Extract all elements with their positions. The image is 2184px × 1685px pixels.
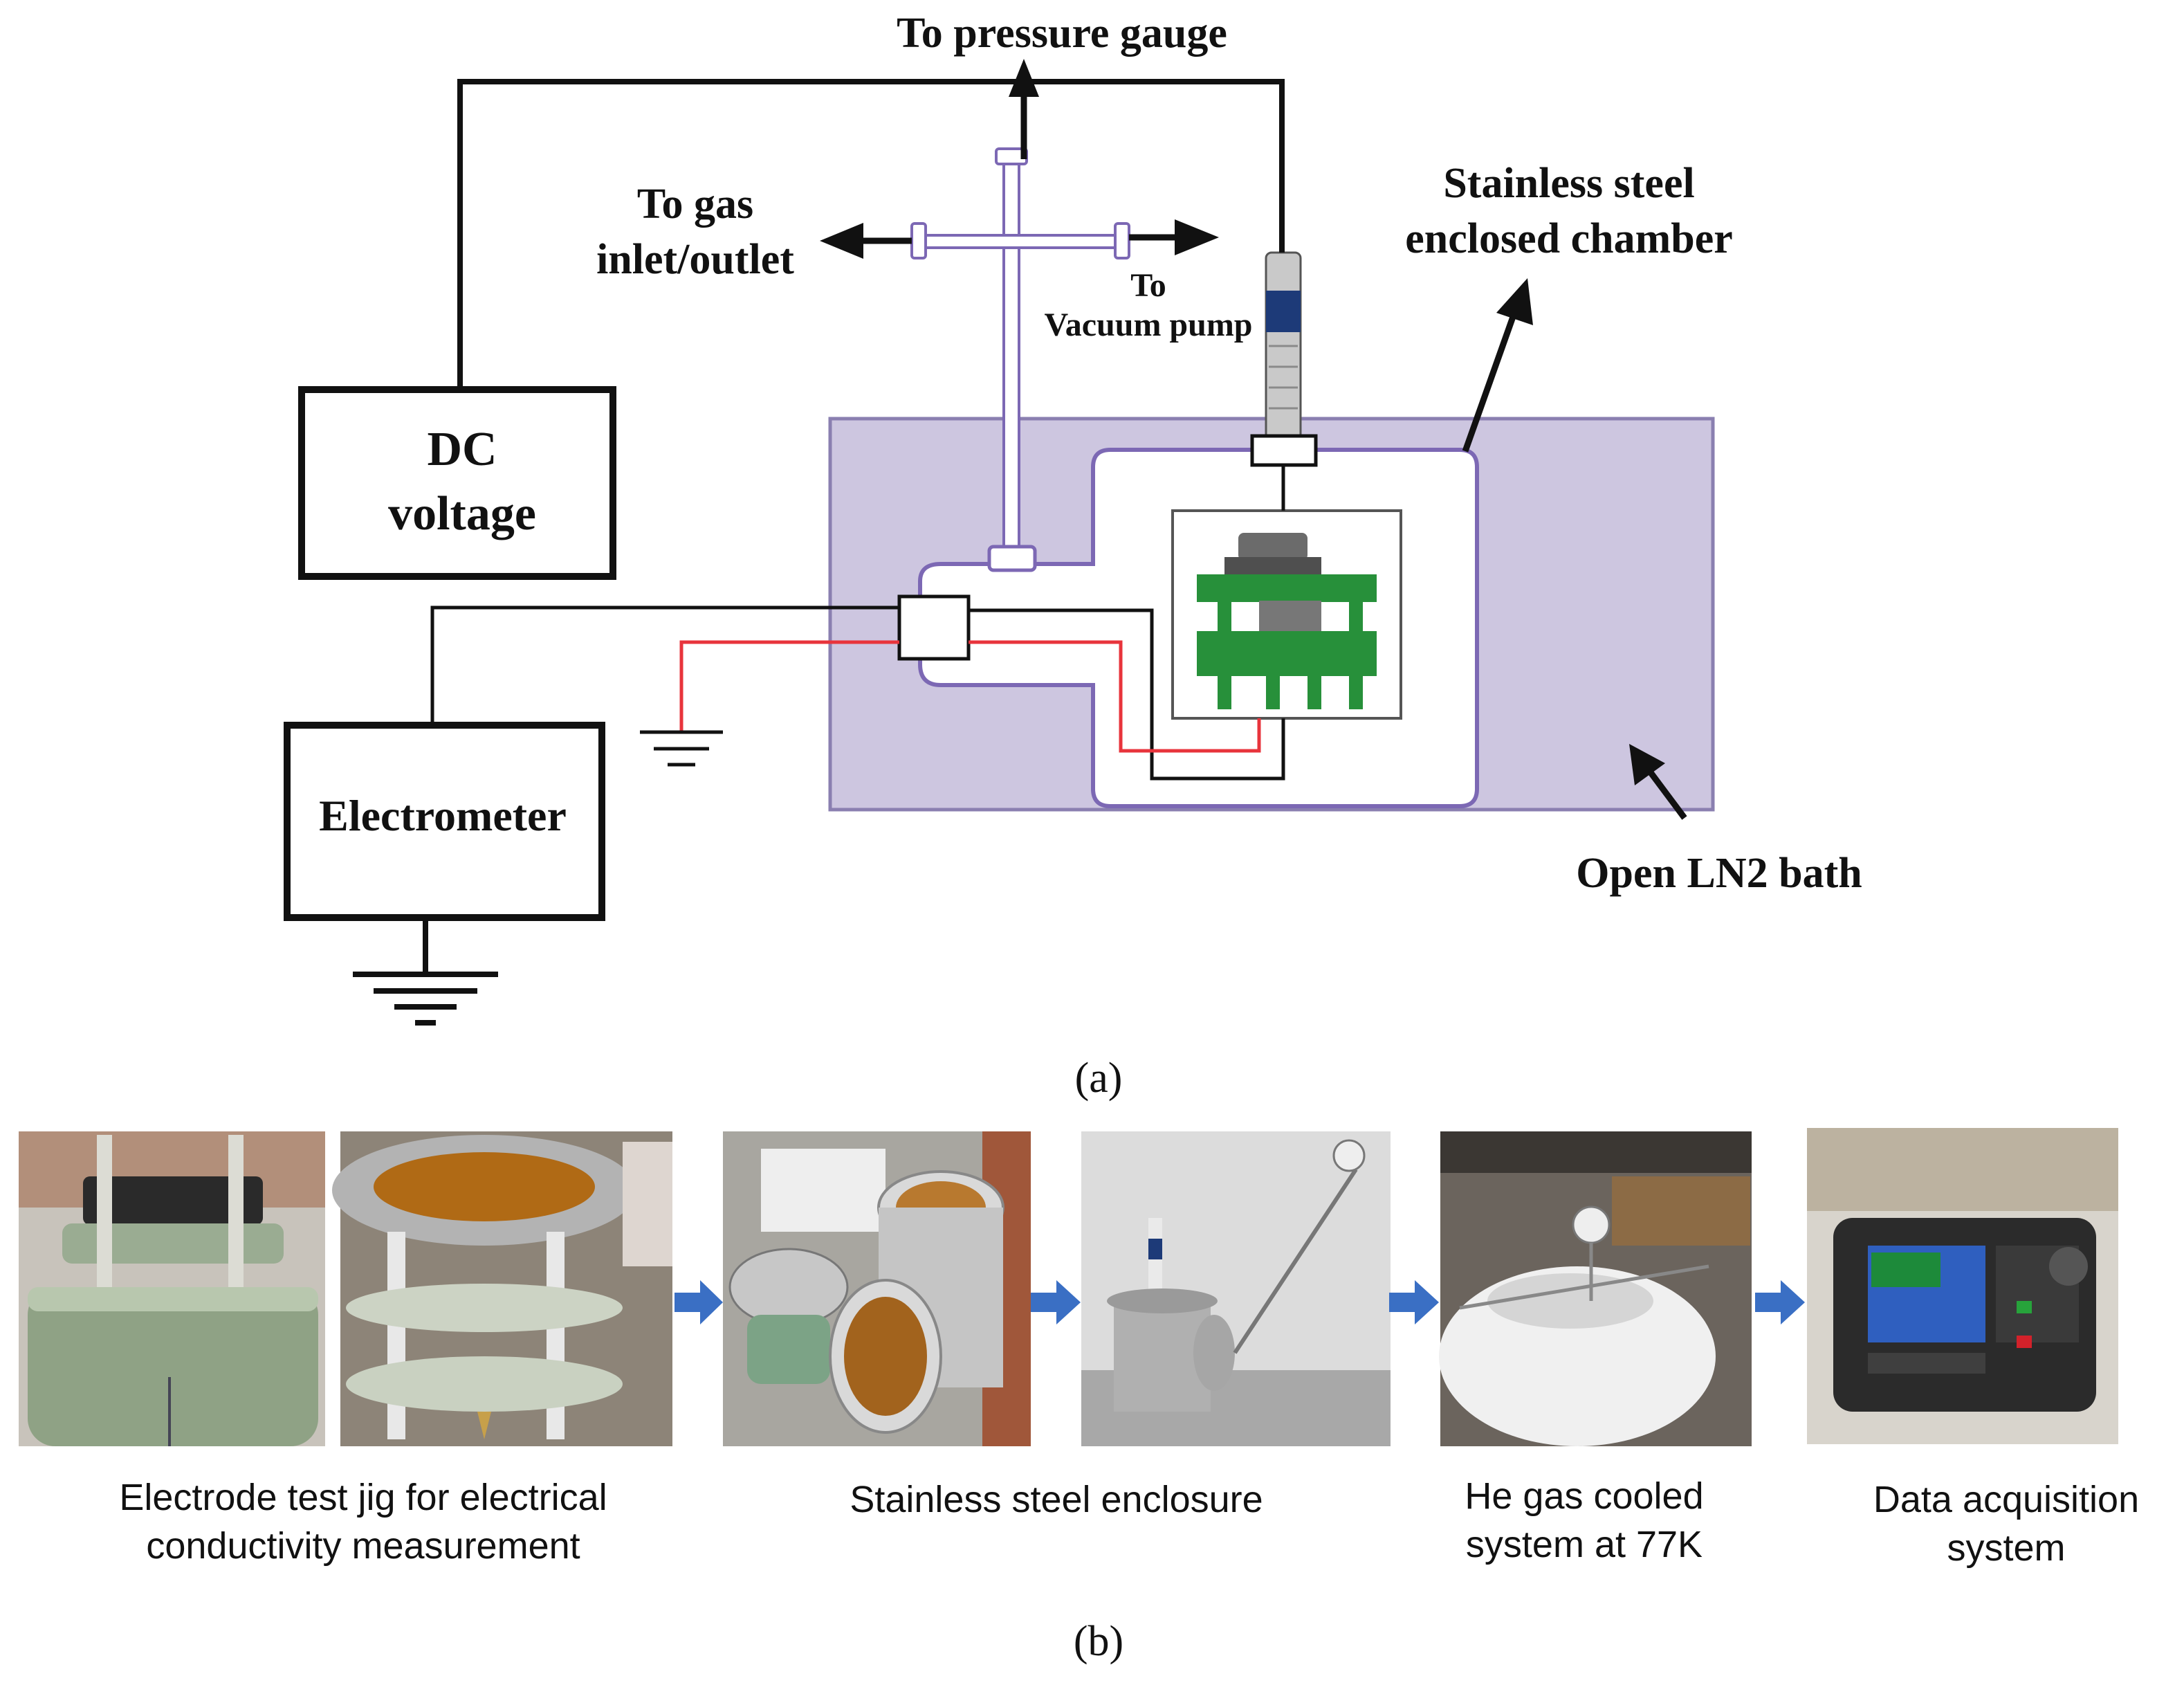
photo-stainless-enclosure-parts [723, 1131, 1031, 1446]
step-2-caption-line1: Stainless steel enclosure [850, 1479, 1263, 1520]
photo-panel-b: Electrode test jig for electrical conduc… [19, 1128, 2139, 1665]
flow-arrow-1 [675, 1280, 723, 1324]
step-3-caption-line2: system at 77K [1466, 1524, 1703, 1565]
photo-data-acquisition-system [1807, 1128, 2118, 1444]
wiring [423, 79, 1285, 972]
ground-symbol-red-wire [640, 730, 723, 767]
arrow-bath-head [1629, 744, 1665, 785]
feedthrough-box [897, 594, 971, 661]
photo-stainless-enclosure-assembled [1081, 1131, 1391, 1446]
step-4-caption-line1: Data acquisition [1873, 1479, 2139, 1520]
gas-manifold [910, 147, 1130, 572]
red-ground-wire [679, 640, 899, 732]
hv-cylinder [1250, 251, 1318, 467]
manifold-port-on-chamber [987, 545, 1037, 572]
step-1-caption-line1: Electrode test jig for electrical [119, 1477, 607, 1518]
manifold-horizontal-pipe [919, 234, 1122, 249]
label-vacuum-line1: To [1130, 267, 1166, 304]
black-wire-in-chamber [969, 608, 1285, 781]
flow-arrow-2 [1031, 1280, 1081, 1324]
photo-electrode-jig-1 [19, 1131, 325, 1446]
arrow-vacuum-head [1175, 219, 1219, 255]
label-dc-line2: voltage [388, 487, 536, 540]
arrow-gas-head [820, 223, 863, 259]
label-ln2-bath: Open LN2 bath [1576, 850, 1862, 897]
label-gas-line2: inlet/outlet [596, 236, 794, 283]
caption-a: (a) [1075, 1055, 1123, 1102]
red-wire-in-chamber [969, 640, 1261, 753]
hv-cylinder-cap [1266, 291, 1301, 332]
dc-voltage-box [298, 386, 616, 580]
label-dc-line1: DC [427, 423, 497, 476]
hv-top-port [1250, 434, 1318, 467]
electrometer-wire [430, 605, 899, 725]
arrow-chamber-head [1496, 278, 1533, 325]
schematic-panel-a: To pressure gauge To gas inlet/outlet To… [284, 10, 1862, 1102]
label-pressure-gauge: To pressure gauge [897, 10, 1227, 57]
step-1-caption-line2: conductivity measurement [146, 1525, 580, 1567]
label-electrometer: Electrometer [319, 791, 567, 840]
electrometer-box [284, 722, 605, 921]
arrow-up-head [1009, 59, 1039, 97]
flow-arrow-3 [1389, 1280, 1439, 1324]
caption-b: (b) [1074, 1618, 1123, 1665]
flow-arrow-4 [1755, 1280, 1805, 1324]
ground-symbol-electrometer [353, 972, 498, 1026]
dc-wire [457, 79, 1285, 390]
label-gas-line1: To gas [637, 181, 753, 228]
step-4-caption-line2: system [1947, 1527, 2065, 1569]
vacuum-flange [1114, 222, 1130, 259]
electrode-jig [1171, 509, 1402, 720]
photo-electrode-jig-2 [332, 1131, 672, 1446]
step-3-caption-line1: He gas cooled [1465, 1475, 1703, 1517]
label-vacuum-line2: Vacuum pump [1044, 307, 1252, 343]
manifold-vertical-pipe [1002, 161, 1020, 552]
photo-he-gas-cooled-system [1439, 1131, 1752, 1446]
label-chamber-line1: Stainless steel [1443, 160, 1694, 207]
label-chamber-line2: enclosed chamber [1405, 215, 1733, 262]
gas-flange [910, 222, 927, 259]
arrows-panel-a [820, 59, 1687, 820]
